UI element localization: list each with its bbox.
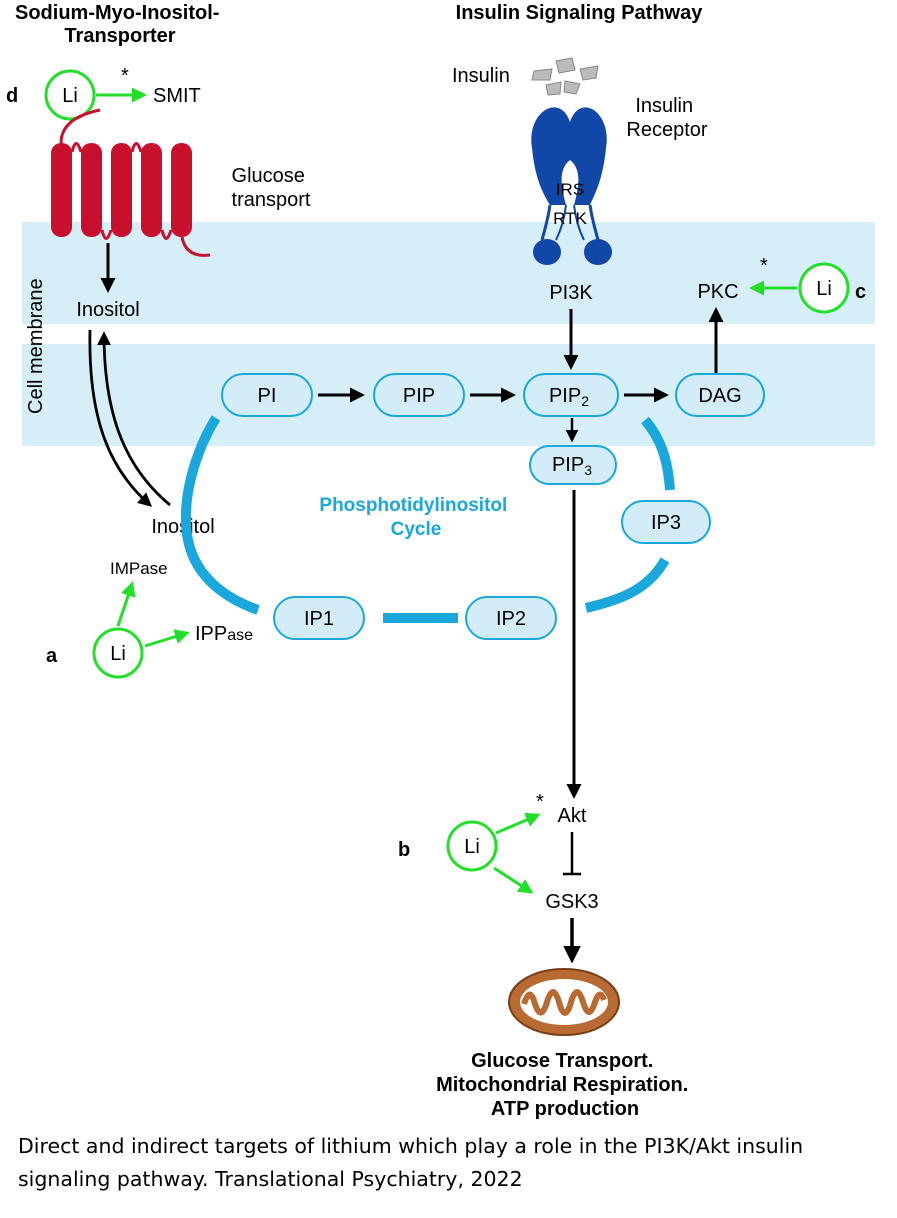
insulin-molecules-icon — [531, 57, 599, 96]
lithium-node-b: Li — [446, 820, 498, 872]
ip1-box-label: IP1 — [304, 608, 334, 630]
insulin-receptor-icon — [531, 107, 612, 265]
glucose-transport-line-2: transport — [232, 189, 311, 211]
lithium-label-a: Li — [110, 643, 126, 665]
rtk-label: RTK — [553, 209, 587, 228]
membrane-band-upper — [22, 222, 875, 324]
dag-box: DAG — [675, 373, 765, 417]
mitochondria-icon — [508, 968, 620, 1036]
pip-box-label: PIP — [403, 385, 435, 407]
pi-box-label: PI — [258, 385, 277, 407]
pip3-box: PIP3 — [529, 445, 617, 485]
cell-membrane-label: Cell membrane — [25, 278, 47, 414]
ip2-box: IP2 — [465, 596, 557, 640]
lithium-arrow-to-impase — [116, 581, 136, 627]
cycle-label-line-1: Phosphotidylinositol — [319, 495, 507, 516]
lithium-label-d: Li — [62, 85, 78, 107]
inositol-top-label: Inositol — [76, 299, 139, 321]
ip2-box-label: IP2 — [496, 608, 526, 630]
inositol-down-arrow — [88, 329, 153, 507]
lithium-label-b: Li — [464, 836, 480, 858]
akt-label: Akt — [558, 805, 587, 827]
pip3-main: PIP — [552, 454, 584, 476]
dag-box-label: DAG — [698, 385, 741, 407]
pip2-main: PIP — [549, 385, 581, 407]
inositol-up-arrow — [97, 331, 171, 507]
smit-header: Sodium-Myo-Inositol- Transporter — [15, 2, 225, 47]
lithium-arrow-to-ippase — [144, 629, 190, 648]
pip3-box-label: PIP3 — [552, 454, 592, 478]
panel-label-a: a — [46, 645, 58, 667]
outcome-line-2: Mitochondrial Respiration. — [436, 1074, 688, 1096]
outcome-line-1: Glucose Transport. — [471, 1050, 653, 1072]
ippase-sub: ase — [227, 627, 253, 644]
impase-label: IMPase — [110, 559, 168, 578]
panel-label-b: b — [398, 839, 410, 861]
ip3-box-label: IP3 — [651, 512, 681, 534]
cycle-label-line-2: Cycle — [391, 519, 442, 540]
akt-asterisk: * — [536, 791, 544, 813]
lithium-node-d: Li — [44, 69, 96, 121]
lithium-arrow-to-akt — [495, 812, 541, 835]
smit-header-line-2: Transporter — [64, 25, 175, 47]
insulin-label: Insulin — [452, 65, 510, 87]
figure-caption: Direct and indirect targets of lithium w… — [18, 1134, 804, 1191]
pkc-label: PKC — [697, 281, 738, 303]
outcome-text: Glucose Transport. Mitochondrial Respira… — [436, 1050, 694, 1120]
pi3k-label: PI3K — [549, 282, 593, 304]
smit-label: SMIT — [153, 85, 201, 107]
cycle-arc-right-lower — [584, 557, 670, 613]
cycle-arc-right-upper — [641, 416, 675, 491]
ip3-box: IP3 — [621, 500, 711, 544]
ippase-main: IPP — [195, 623, 227, 645]
gsk3-label: GSK3 — [545, 891, 598, 913]
smit-asterisk: * — [121, 65, 129, 87]
pip3-sub: 3 — [584, 462, 592, 478]
panel-label-d: d — [6, 85, 18, 107]
ippase-label: IPPase — [195, 623, 253, 645]
pip2-sub: 2 — [581, 393, 589, 409]
lithium-node-c: Li — [798, 262, 850, 314]
insulin-receptor-label: Insulin Receptor — [626, 95, 707, 141]
pip-box: PIP — [373, 373, 465, 417]
pkc-asterisk: * — [760, 255, 768, 277]
cycle-arc-left — [180, 415, 260, 615]
pip2-box-label: PIP2 — [549, 385, 589, 409]
outcome-line-3: ATP production — [491, 1098, 639, 1120]
insulin-receptor-line-2: Receptor — [626, 119, 707, 141]
pip2-box: PIP2 — [523, 373, 619, 417]
ip1-box: IP1 — [273, 596, 365, 640]
lithium-arrow-to-gsk3 — [493, 866, 534, 894]
irs-label: IRS — [556, 180, 584, 199]
smit-transporter-icon — [51, 108, 211, 257]
glucose-transport-label: Glucose transport — [232, 165, 311, 211]
smit-header-line-1: Sodium-Myo-Inositol- — [15, 2, 219, 24]
panel-label-c: c — [855, 281, 866, 303]
lithium-pathway-diagram: Cell membrane Sodium-Myo-Inositol- Trans… — [6, 2, 875, 1120]
pi-box: PI — [221, 373, 313, 417]
lithium-node-a: Li — [92, 627, 144, 679]
lithium-label-c: Li — [816, 278, 832, 300]
insulin-receptor-line-1: Insulin — [635, 95, 693, 117]
cycle-label: Phosphotidylinositol Cycle — [319, 495, 512, 540]
glucose-transport-line-1: Glucose — [232, 165, 305, 187]
insulin-pathway-header: Insulin Signaling Pathway — [456, 2, 704, 24]
